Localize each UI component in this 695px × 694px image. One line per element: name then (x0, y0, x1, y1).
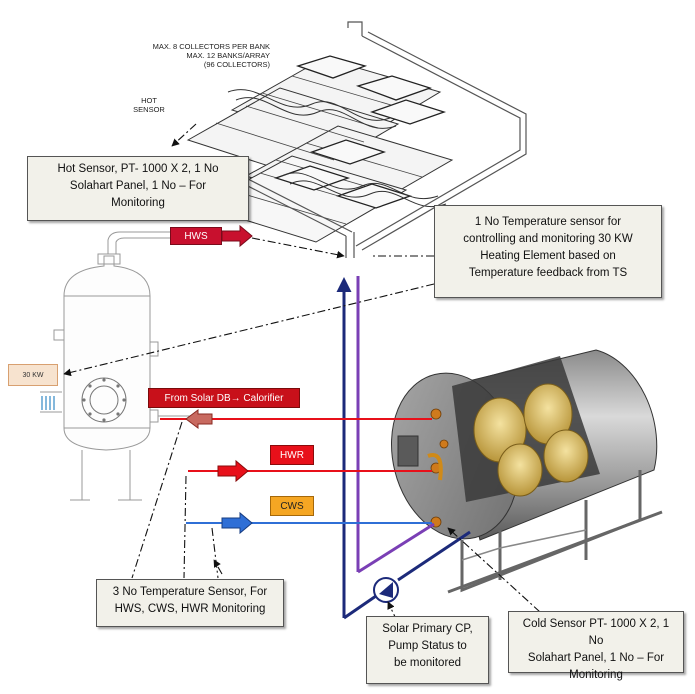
temp-sensor-30kw-note: 1 No Temperature sensor for controlling … (434, 205, 662, 298)
hwr-arrow-icon (217, 459, 249, 483)
temp-sensor-30kw-note-line1: 1 No Temperature sensor for (474, 216, 622, 228)
hot-sensor-label-line1: HOT (141, 96, 157, 105)
cold-sensor-note-line3: Monitoring (569, 669, 623, 681)
hws-arrow-icon (221, 224, 253, 248)
cws-tag: CWS (270, 496, 314, 516)
temp-sensor-30kw-note-line2: controlling and monitoring 30 KW (463, 233, 633, 245)
solar-collector-array (186, 55, 454, 243)
heating-tubes (473, 383, 589, 497)
primary-cp-note-line3: be monitored (393, 657, 462, 669)
collectors-label-line1: MAX. 8 COLLECTORS PER BANK (152, 42, 270, 51)
collectors-label-line2: MAX. 12 BANKS/ARRAY (186, 51, 270, 60)
kw30-tag: 30 KW (8, 364, 58, 386)
temp-sensor-30kw-note-line4: Temperature feedback from TS (468, 267, 628, 279)
three-sensors-note-line2: HWS, CWS, HWR Monitoring (114, 603, 266, 615)
storage-tank (391, 349, 663, 594)
hws-tag: HWS (170, 227, 222, 245)
hot-sensor-note: Hot Sensor, PT- 1000 X 2, 1 No Solahart … (27, 156, 249, 221)
calorifier-vessel (40, 231, 190, 501)
hot-sensor-note-line2: Solahart Panel, 1 No – For (69, 180, 207, 192)
primary-cp-note-line1: Solar Primary CP, (382, 623, 473, 635)
from-solar-arrow-icon (185, 409, 213, 429)
three-sensors-note-line1: 3 No Temperature Sensor, For (112, 586, 268, 598)
three-sensors-note: 3 No Temperature Sensor, For HWS, CWS, H… (96, 579, 284, 627)
temp-sensor-30kw-note-line3: Heating Element based on (480, 250, 616, 262)
primary-cp-note: Solar Primary CP, Pump Status to be moni… (366, 616, 489, 684)
cws-arrow-icon (221, 511, 253, 535)
hot-sensor-label-line2: SENSOR (133, 105, 165, 114)
cold-sensor-note: Cold Sensor PT- 1000 X 2, 1 No Solahart … (508, 611, 684, 681)
collectors-label: MAX. 8 COLLECTORS PER BANK MAX. 12 BANKS… (110, 42, 270, 69)
primary-cp-note-line2: Pump Status to (388, 640, 467, 652)
hwr-tag: HWR (270, 445, 314, 465)
hot-sensor-label: HOT SENSOR (124, 96, 174, 114)
cold-sensor-note-line2: Solahart Panel, 1 No – For (527, 652, 665, 664)
hot-sensor-note-line1: Hot Sensor, PT- 1000 X 2, 1 No (57, 163, 219, 175)
hot-sensor-note-line3: Monitoring (111, 197, 165, 209)
from-solar-tag: From Solar DB→ Calorifier (148, 388, 300, 408)
collectors-label-line3: (96 COLLECTORS) (203, 60, 270, 69)
cold-sensor-note-line1: Cold Sensor PT- 1000 X 2, 1 No (522, 618, 670, 647)
solar-piping (336, 276, 471, 620)
primary-pump-icon (373, 577, 399, 603)
